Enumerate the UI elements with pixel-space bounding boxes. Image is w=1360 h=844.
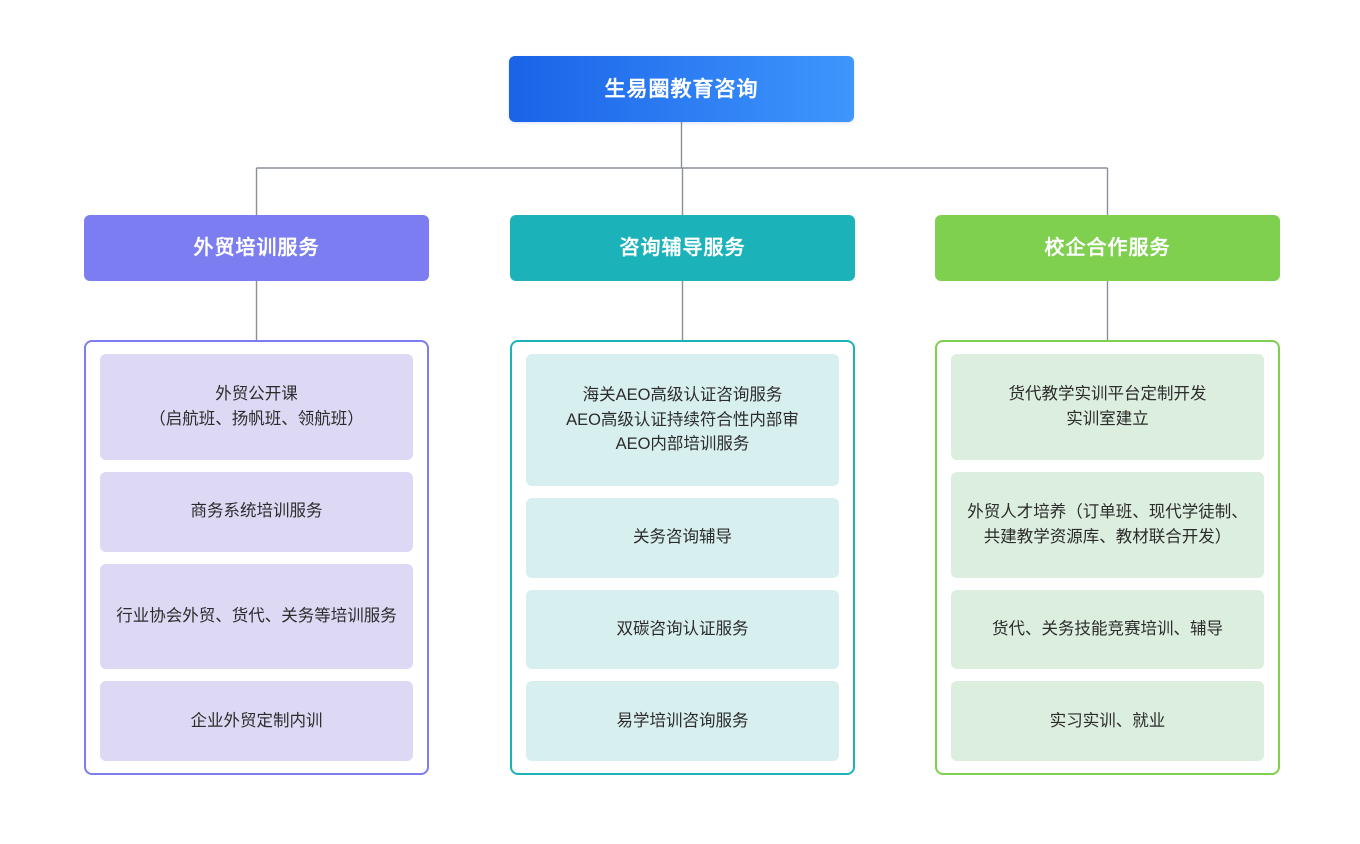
service-item-text: 货代、关务技能竞赛培训、辅导 [992,620,1223,638]
branch-header-label: 咨询辅导服务 [619,237,746,259]
branch-column-school-enterprise: 校企合作服务 货代教学实训平台定制开发 实训室建立 外贸人才培养（订单班、现代学… [935,215,1280,775]
service-item-card[interactable]: 企业外贸定制内训 [100,681,413,761]
service-item-text: 行业协会外贸、货代、关务等培训服务 [116,607,397,625]
branch-header-school-enterprise[interactable]: 校企合作服务 [935,215,1280,281]
service-item-card[interactable]: 行业协会外贸、货代、关务等培训服务 [100,563,413,670]
service-item-card[interactable]: 外贸人才培养（订单班、现代学徒制、共建教学资源库、教材联合开发） [951,471,1264,578]
service-item-text: 商务系统培训服务 [190,502,323,521]
branch-items-container: 货代教学实训平台定制开发 实训室建立 外贸人才培养（订单班、现代学徒制、共建教学… [935,340,1280,775]
service-item-text: 关务咨询辅导 [633,528,732,547]
branch-header-trade-training[interactable]: 外贸培训服务 [84,215,429,281]
service-item-text: 外贸公开课 （启航班、扬帆班、领航班） [149,385,364,428]
branch-items-container: 外贸公开课 （启航班、扬帆班、领航班） 商务系统培训服务 行业协会外贸、货代、关… [84,340,429,775]
service-item-card[interactable]: 易学培训咨询服务 [526,681,839,761]
branch-header-consulting[interactable]: 咨询辅导服务 [510,215,855,281]
root-node-label: 生易圈教育咨询 [604,77,759,101]
service-item-card[interactable]: 商务系统培训服务 [100,471,413,552]
service-item-card[interactable]: 实习实训、就业 [951,681,1264,761]
service-item-card[interactable]: 货代教学实训平台定制开发 实训室建立 [951,354,1264,460]
service-item-text: 易学培训咨询服务 [616,711,749,730]
branch-header-label: 外贸培训服务 [193,237,320,259]
service-item-card[interactable]: 海关AEO高级认证咨询服务 AEO高级认证持续符合性内部审 AEO内部培训服务 [526,354,839,486]
service-item-card[interactable]: 货代、关务技能竞赛培训、辅导 [951,589,1264,670]
service-item-text: 货代教学实训平台定制开发 实训室建立 [1008,385,1207,428]
service-item-card[interactable]: 关务咨询辅导 [526,497,839,578]
root-node[interactable]: 生易圈教育咨询 [509,56,854,122]
service-item-card[interactable]: 双碳咨询认证服务 [526,589,839,670]
branch-items-container: 海关AEO高级认证咨询服务 AEO高级认证持续符合性内部审 AEO内部培训服务 … [510,340,855,775]
service-item-text: 双碳咨询认证服务 [616,620,749,638]
branch-column-consulting: 咨询辅导服务 海关AEO高级认证咨询服务 AEO高级认证持续符合性内部审 AEO… [510,215,855,775]
service-item-text: 实习实训、就业 [1049,711,1166,730]
service-item-text: 外贸人才培养（订单班、现代学徒制、共建教学资源库、教材联合开发） [967,502,1248,546]
service-item-text: 企业外贸定制内训 [190,711,323,730]
service-item-card[interactable]: 外贸公开课 （启航班、扬帆班、领航班） [100,354,413,460]
branch-column-trade-training: 外贸培训服务 外贸公开课 （启航班、扬帆班、领航班） 商务系统培训服务 行业协会… [84,215,429,775]
branch-header-label: 校企合作服务 [1044,237,1171,259]
service-item-text: 海关AEO高级认证咨询服务 AEO高级认证持续符合性内部审 AEO内部培训服务 [566,385,799,454]
